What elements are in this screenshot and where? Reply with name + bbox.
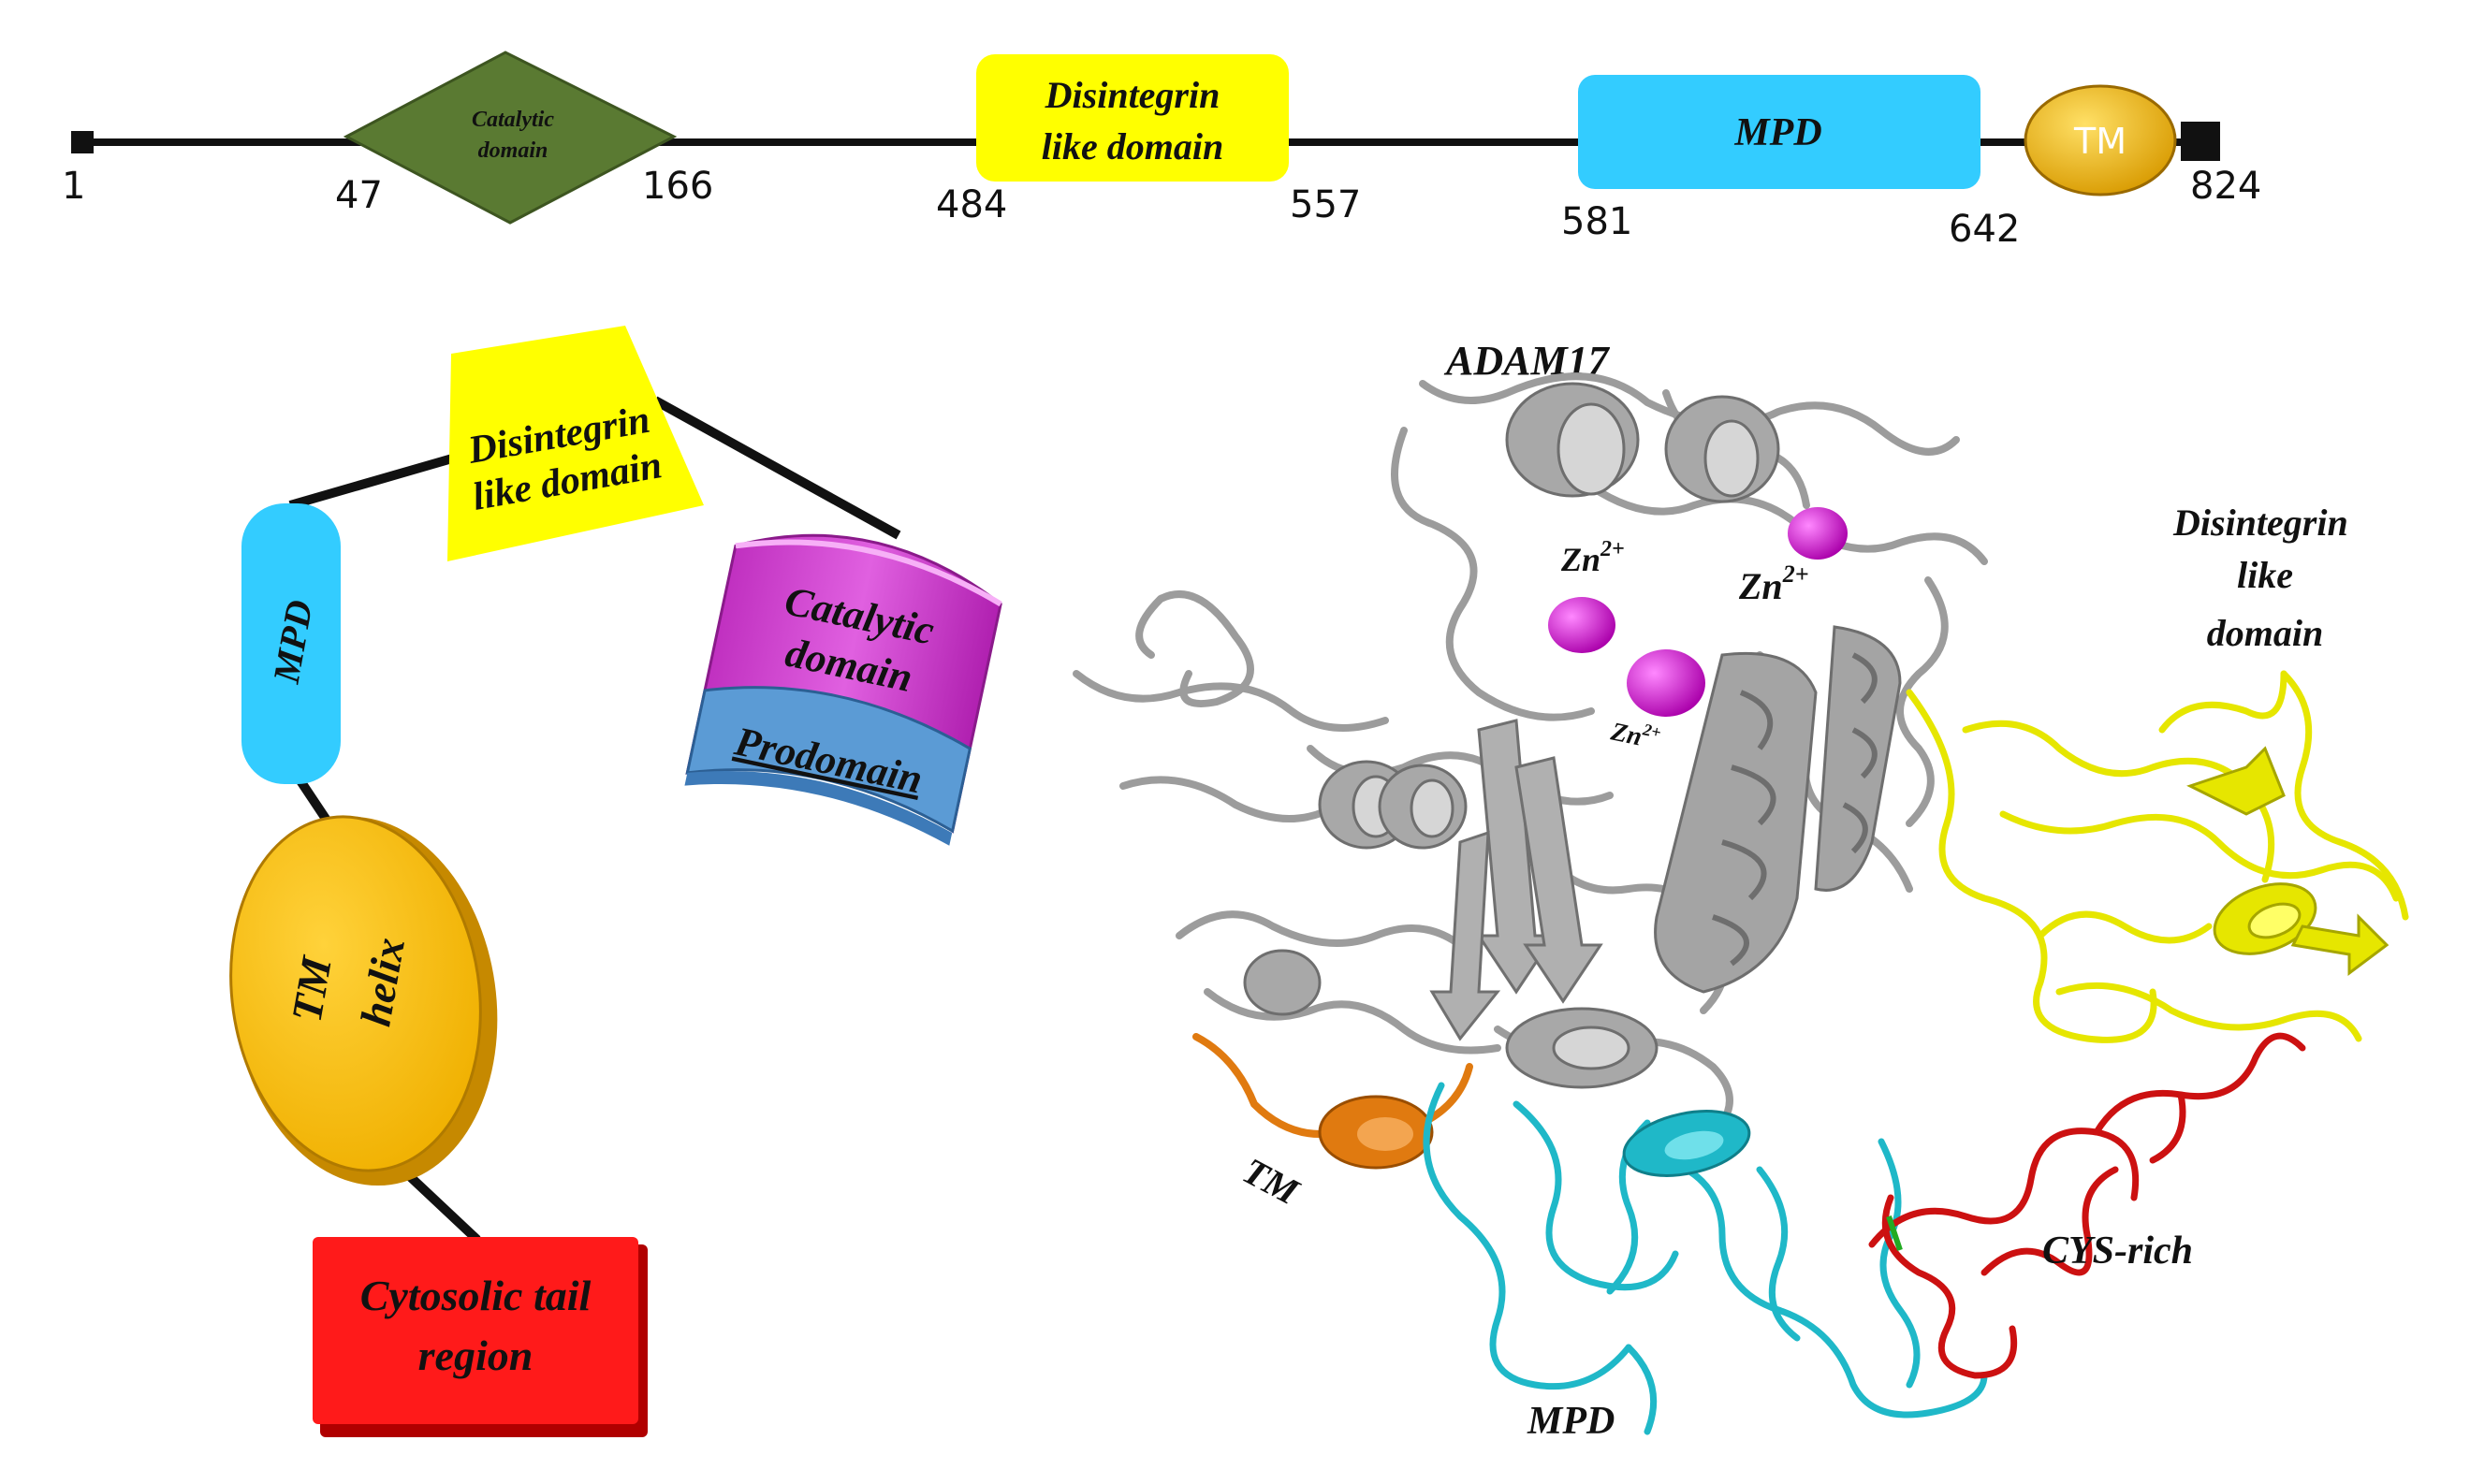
structure-disintegrin-line1: Disintegrin	[2172, 502, 2348, 544]
position-484: 484	[936, 183, 1007, 226]
schematic-cytosolic-line1: Cytosolic tail	[360, 1272, 592, 1319]
disintegrin-helix-beta	[2186, 746, 2390, 976]
zinc-sphere-c	[1627, 649, 1705, 717]
catalytic-label-line2: domain	[478, 138, 548, 163]
structure-tm-label: TM	[1236, 1149, 1307, 1214]
cys-rich-ribbon	[1868, 1032, 2306, 1379]
schematic-cytosolic-line2: region	[418, 1331, 533, 1379]
gray-helix-bundle	[1654, 625, 1902, 994]
structure-mpd-label: MPD	[1527, 1400, 1615, 1443]
position-824: 824	[2190, 165, 2261, 208]
position-581: 581	[1561, 200, 1632, 243]
zinc-sphere-a	[1788, 507, 1848, 560]
disintegrin-label-line1: Disintegrin	[1045, 74, 1220, 116]
schematic-catalytic-cylinder: Catalytic domain Prodomain	[684, 533, 1002, 846]
gray-beta-sheet	[1429, 719, 1603, 1041]
disintegrin-ribbon	[1906, 670, 2409, 1043]
zn-label-c: Zn2+	[1608, 713, 1663, 755]
mpd-domain-box	[1578, 75, 1980, 189]
zn-label-b: Zn2+	[1738, 560, 1809, 607]
domain-schematic: Disintegrin like domain MPD Catalytic do…	[229, 326, 1002, 1437]
schematic-tm-line1: TM	[283, 952, 342, 1026]
position-1: 1	[62, 165, 85, 208]
position-166: 166	[642, 165, 713, 208]
end-marker	[2181, 122, 2220, 161]
schematic-disintegrin-shape	[447, 326, 704, 561]
connector-disintegrin-catalytic	[652, 396, 901, 540]
catalytic-domain-diamond	[343, 51, 678, 225]
tm-label: TM	[2073, 121, 2127, 162]
structure-disintegrin-line3: domain	[2207, 612, 2323, 654]
zn-label-a: Zn2+	[1560, 537, 1625, 578]
schematic-mpd-pill	[241, 503, 341, 784]
position-557: 557	[1290, 183, 1361, 226]
mpd-helix	[1622, 1110, 1751, 1177]
connector-mpd-disintegrin	[288, 452, 460, 510]
structure-disintegrin-line2: like	[2237, 554, 2293, 596]
gray-helices	[1243, 382, 1780, 1089]
start-marker	[71, 131, 94, 153]
disintegrin-domain-box	[976, 54, 1289, 182]
schematic-cytosolic-box	[313, 1237, 638, 1424]
connector-tm-cytosolic	[397, 1164, 481, 1244]
position-47: 47	[335, 174, 383, 217]
schematic-tm-oval	[229, 815, 482, 1172]
linear-domain-map: Catalytic domain Disintegrin like domain…	[62, 51, 2261, 251]
mpd-ribbon	[1423, 1082, 1988, 1435]
position-642: 642	[1949, 208, 2020, 251]
structure-cys-label: CYS-rich	[2042, 1229, 2193, 1273]
tm-domain-oval	[2024, 84, 2177, 196]
catalytic-label-line1: Catalytic	[472, 108, 554, 132]
mpd-label: MPD	[1733, 111, 1821, 154]
disintegrin-label-line2: like domain	[1042, 125, 1223, 167]
zinc-ions	[1548, 507, 1848, 717]
zinc-sphere-b	[1548, 597, 1615, 653]
connector-mpd-tm	[293, 774, 332, 824]
adam17-structure: ADAM17	[1073, 338, 2409, 1443]
disulfide-bond	[1886, 1215, 1903, 1251]
